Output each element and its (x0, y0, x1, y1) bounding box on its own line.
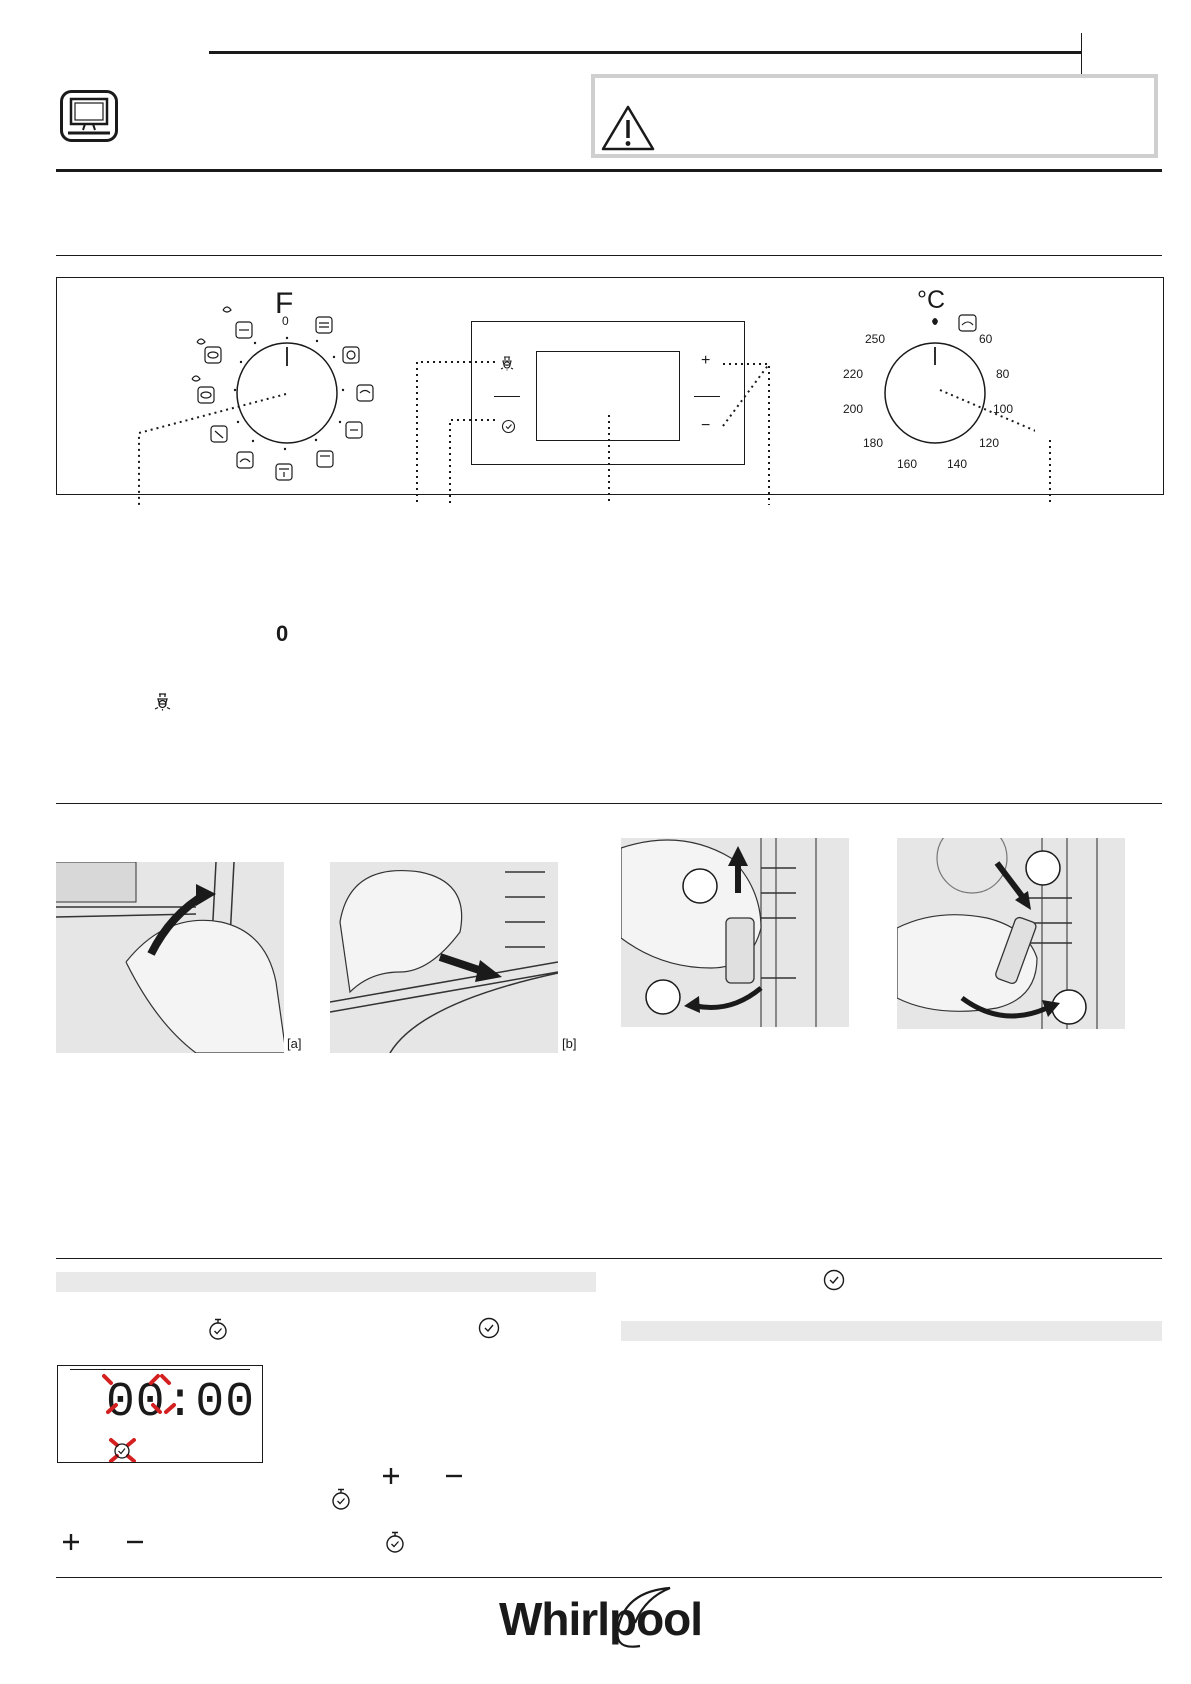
section-rule-2 (56, 803, 1162, 805)
figure-photo-d (897, 838, 1125, 1029)
temp-60: 60 (979, 332, 993, 346)
clock-heading-bar (56, 1272, 596, 1292)
selector-zero-reference: 0 (276, 621, 289, 646)
timer-icon (208, 1318, 228, 1340)
keypad-right-divider (694, 396, 720, 398)
brand-logo: Whirlpool (497, 1584, 727, 1654)
temp-250: 250 (865, 332, 886, 346)
temp-80: 80 (996, 367, 1010, 381)
section-rule-3 (56, 1258, 1162, 1260)
figure-photo-a (56, 862, 284, 1053)
timer-icon (385, 1531, 405, 1553)
clock-icon[interactable] (501, 419, 516, 434)
oven-light-icon[interactable] (500, 355, 514, 371)
footer-rule (56, 1577, 1162, 1579)
warning-box (591, 74, 1158, 158)
thermostat-unit: °C (917, 286, 946, 314)
header-top-rule-tick (1081, 33, 1083, 74)
temp-180: 180 (863, 436, 884, 450)
callout-leaders (138, 361, 1051, 505)
right-heading-bar (621, 1321, 1162, 1341)
monitor-icon (60, 90, 118, 142)
selector-knob-area: F 0 (180, 285, 400, 485)
figure-label-b: [b] (562, 1036, 577, 1051)
plus-icon (382, 1467, 400, 1485)
warning-triangle-icon (600, 104, 656, 152)
figure-label-a: [a] (287, 1036, 302, 1051)
temp-200: 200 (843, 402, 864, 416)
temp-140: 140 (947, 457, 968, 471)
temp-120: 120 (979, 436, 1000, 450)
selector-zero-mark: 0 (282, 314, 289, 328)
oven-light-icon (154, 692, 171, 711)
display-figure: 00:00 (57, 1365, 263, 1463)
minus-button[interactable]: − (701, 417, 711, 434)
temp-220: 220 (843, 367, 864, 381)
plus-icon (62, 1533, 80, 1551)
display-top-line (70, 1369, 250, 1371)
temp-100: 100 (993, 402, 1014, 416)
figure-photo-c (621, 838, 849, 1027)
minus-icon (445, 1467, 463, 1485)
section-rule-1 (56, 255, 1162, 257)
clock-icon (478, 1317, 500, 1339)
display-time: 00:00 (106, 1376, 256, 1430)
header-top-rule (209, 51, 1082, 54)
plus-button[interactable]: + (701, 352, 711, 369)
thermostat-area: °C 250 220 200 180 160 140 120 100 80 60 (835, 285, 1035, 485)
timer-icon (331, 1488, 351, 1510)
selector-letter: F (275, 287, 294, 320)
figure-photo-b (330, 862, 558, 1053)
clock-icon (823, 1269, 845, 1291)
keypad-left-divider (494, 396, 520, 398)
blink-marks (102, 1374, 176, 1462)
temp-160: 160 (897, 457, 918, 471)
header-bottom-rule (56, 169, 1162, 172)
brand-name: Whirlpool (499, 1593, 703, 1645)
minus-icon (126, 1533, 144, 1551)
